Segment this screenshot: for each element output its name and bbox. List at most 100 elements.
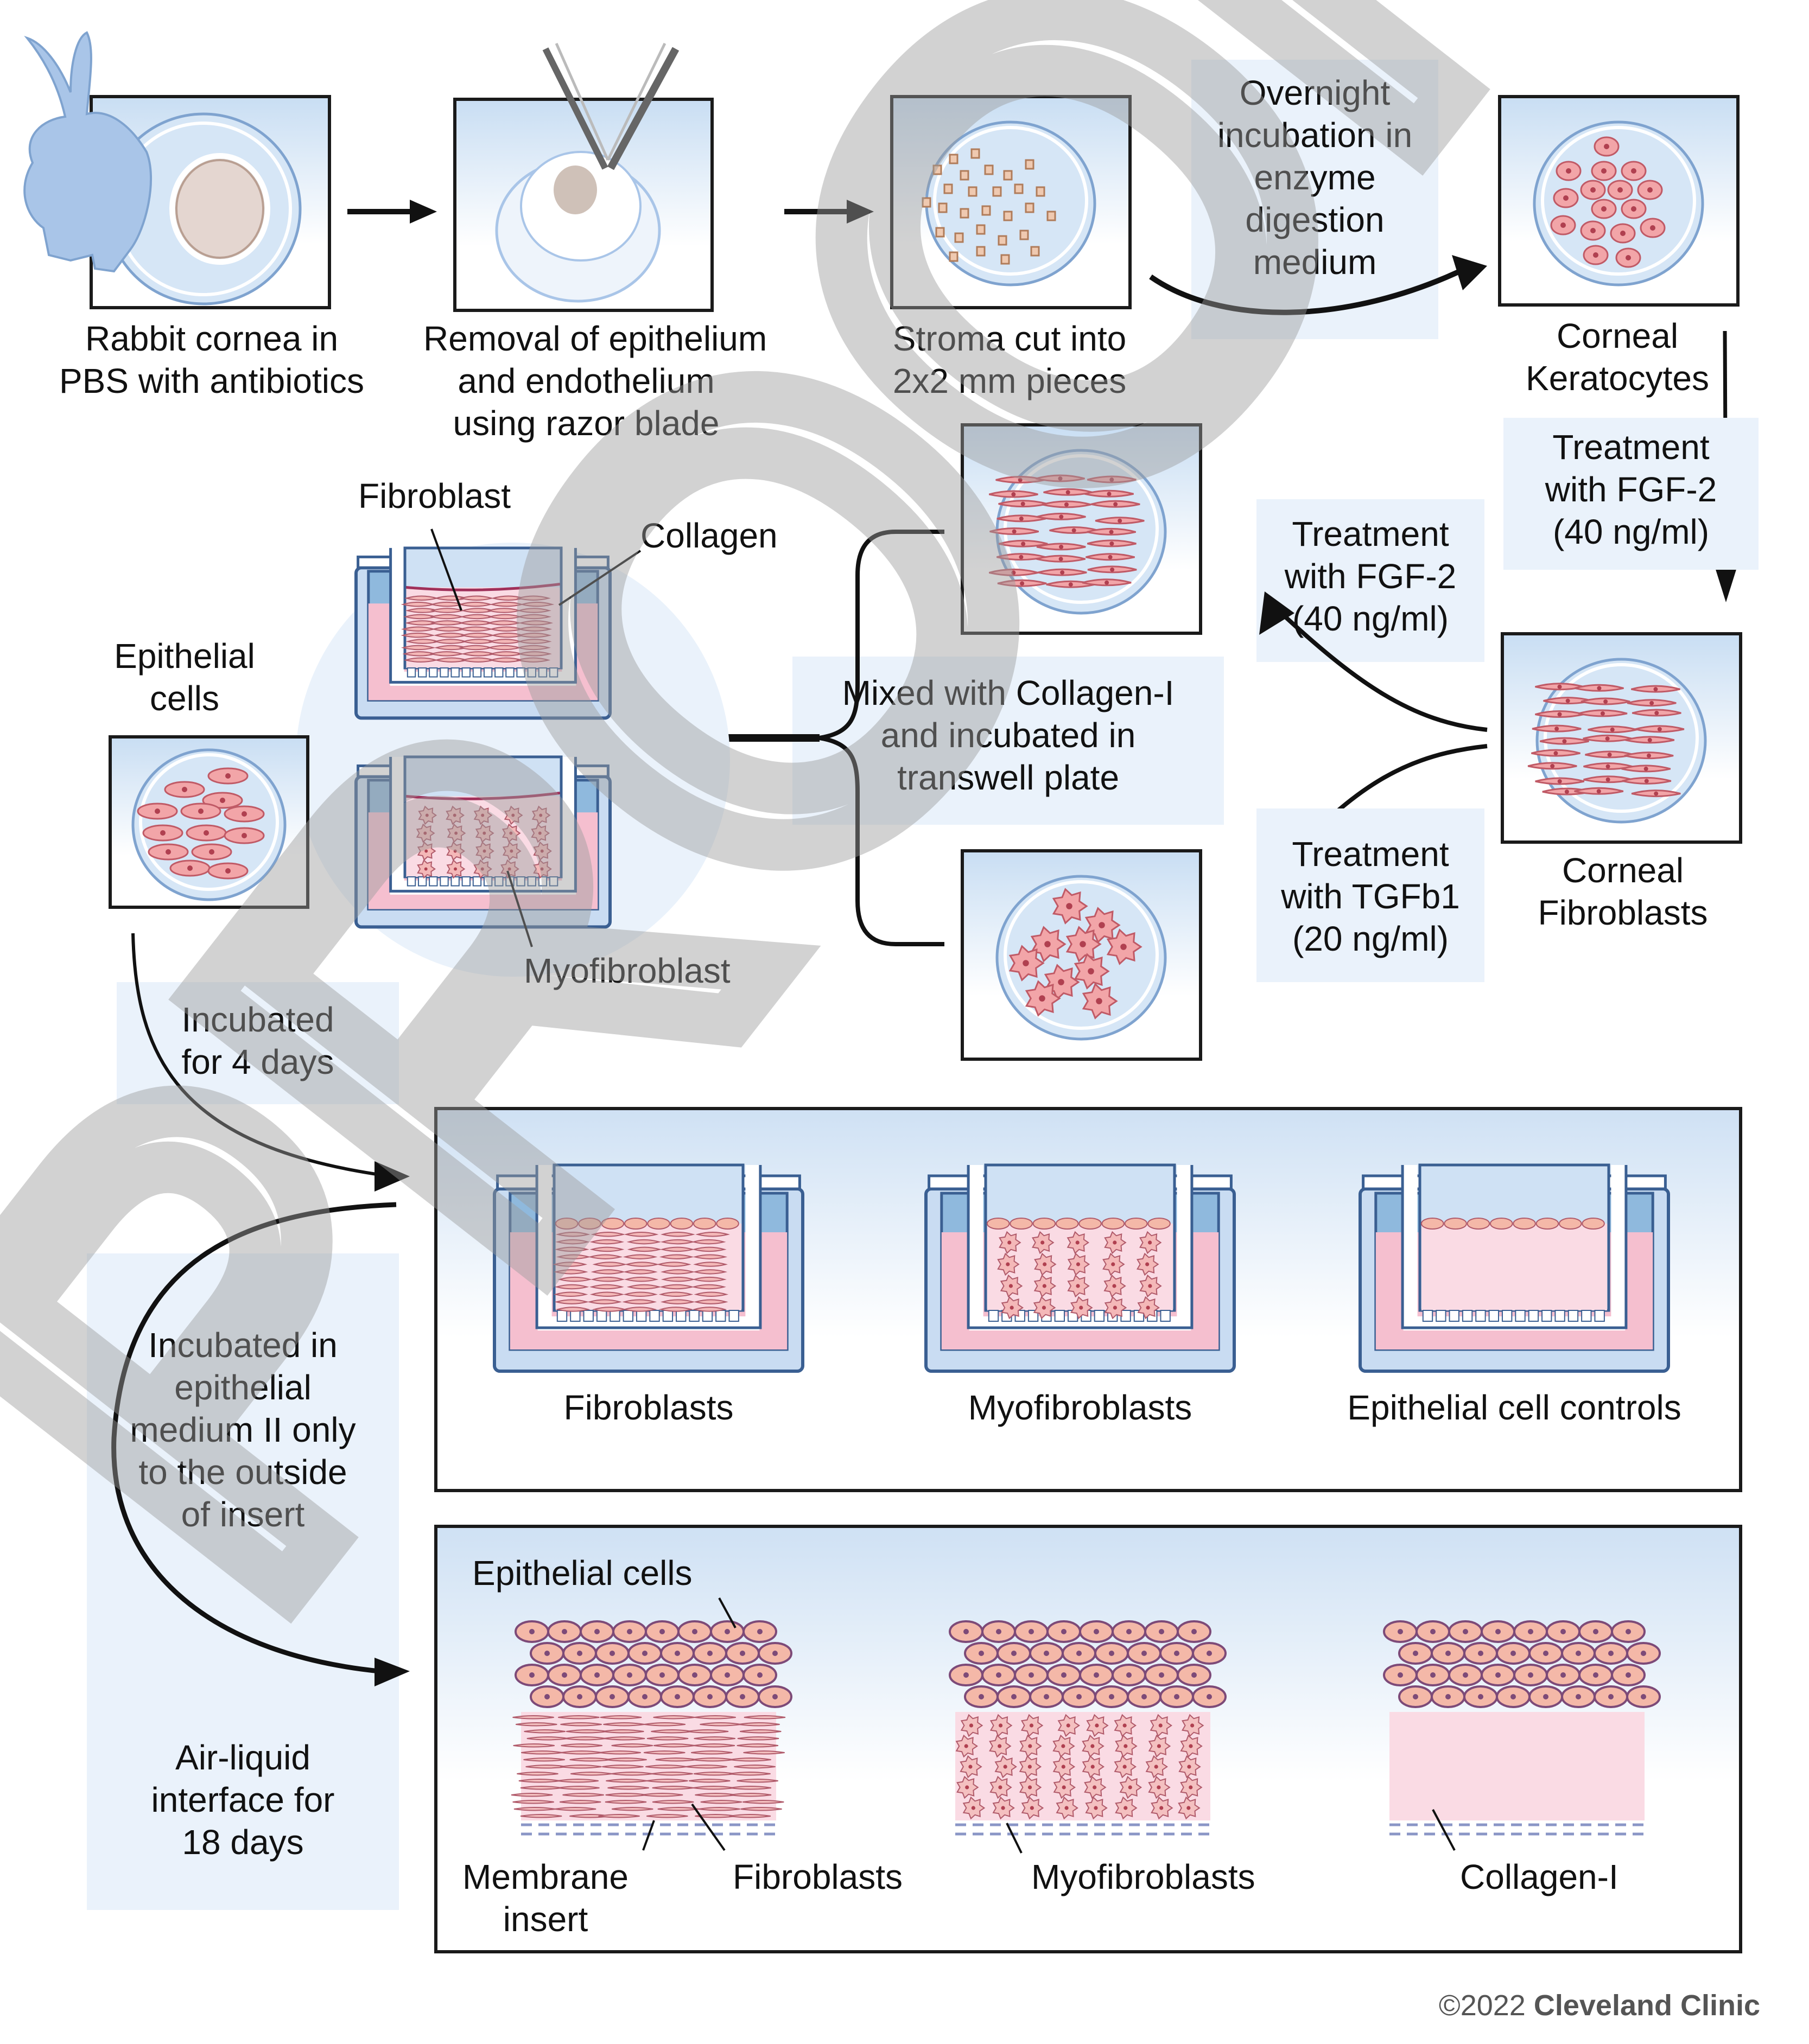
- fibroblast-cell: [553, 1262, 588, 1267]
- fibroblast-cell: [553, 1291, 588, 1297]
- fibroblast-cell: [626, 1284, 662, 1290]
- collagen-i-callout: Collagen-I: [1460, 1857, 1618, 1896]
- epithelial-cell: [716, 1218, 739, 1230]
- fibroblast-cell: [742, 1800, 784, 1804]
- epithelial-cell: [1582, 1218, 1605, 1230]
- fibroblast-cell: [622, 1299, 657, 1304]
- myofibroblasts-transwell-result-icon: [924, 1163, 1236, 1373]
- epithelial-cell: [1489, 1218, 1513, 1230]
- fibroblast-cell: [517, 626, 553, 632]
- epithelial-controls-transwell-result-icon: [1359, 1163, 1670, 1373]
- fibroblast-cell: [516, 595, 551, 601]
- fibroblast-cell: [605, 1758, 647, 1762]
- myofibroblasts-tissue-icon: [949, 1620, 1227, 1836]
- fibroblast-cell: [516, 657, 551, 663]
- epithelial-cell: [1420, 1218, 1444, 1230]
- fibroblast-cell: [656, 1262, 691, 1267]
- fibroblast-cell: [589, 1284, 624, 1290]
- fibroblast-cell: [517, 639, 552, 644]
- fibroblast-cell: [694, 1715, 736, 1720]
- fibroblast-cell: [512, 1715, 554, 1720]
- fibroblast-cell: [511, 1793, 553, 1797]
- fibroblast-cell: [659, 1254, 694, 1259]
- fibroblast-cell: [695, 1232, 730, 1237]
- fibroblast-cell: [600, 1715, 642, 1720]
- fibroblast-cell: [553, 1269, 588, 1275]
- fibroblast-cell: [588, 1254, 623, 1259]
- fibroblast-cell: [589, 1239, 625, 1245]
- arrow-icon: [347, 200, 437, 224]
- epithelial-cell: [1513, 1218, 1536, 1230]
- epithelial-cell: [1444, 1218, 1467, 1230]
- fibroblast-transwell-icon: [354, 546, 612, 720]
- collagen-tissue-icon: [1383, 1620, 1661, 1836]
- epithelial-cell: [647, 1218, 670, 1230]
- fibroblast-cell: [729, 1786, 771, 1790]
- fibroblast-cell: [627, 1246, 662, 1252]
- fibroblast-cell: [660, 1299, 695, 1304]
- fibroblast-cell: [562, 1793, 604, 1797]
- epithelial-cell: [1147, 1218, 1171, 1230]
- epithelial-cell: [624, 1218, 648, 1230]
- fibroblast-cell: [607, 1786, 649, 1790]
- fibroblast-cell: [694, 1291, 729, 1297]
- fibroblast-cell: [555, 1239, 590, 1245]
- fibroblast-cell: [623, 1291, 658, 1297]
- fibroblast-cell: [554, 1299, 589, 1304]
- fibroblast-cell: [692, 1276, 727, 1282]
- corneal-fibroblasts-dish-icon: [1527, 658, 1707, 824]
- tissue-callout-lines: [642, 1597, 1456, 1854]
- myofibroblast-callout-label: Myofibroblast: [524, 951, 731, 990]
- fibroblast-cell: [743, 1750, 785, 1755]
- fibroblasts-callout: Fibroblasts: [733, 1857, 903, 1896]
- epithelial-cell: [693, 1218, 716, 1230]
- fibroblast-cell: [700, 1800, 742, 1804]
- fibroblast-cell: [587, 1299, 622, 1304]
- transwell-label-fibroblasts: Fibroblasts: [563, 1388, 734, 1427]
- fibroblast-cell: [623, 1269, 658, 1275]
- fibroblast-cell: [516, 645, 551, 651]
- fibroblast-cell: [589, 1291, 625, 1297]
- fibroblast-cell: [699, 1807, 740, 1811]
- fibroblast-cell: [652, 1800, 694, 1804]
- flow-arrows-left: [111, 933, 410, 1686]
- fibroblast-cell: [554, 1284, 589, 1290]
- fibroblast-cell: [687, 1729, 729, 1734]
- fibroblast-cell: [560, 1765, 602, 1769]
- epithelial-cell: [1101, 1218, 1125, 1230]
- fibroblast-cell: [589, 1246, 625, 1252]
- fibroblast-cell: [729, 1758, 771, 1762]
- fibroblast-cell: [693, 1743, 735, 1748]
- myofibroblast-transwell-icon: [354, 755, 612, 929]
- fibroblast-cell: [560, 1800, 601, 1804]
- epithelial-cell: [555, 1218, 579, 1230]
- fibroblast-cell: [512, 1800, 554, 1804]
- fibroblast-cell: [694, 1736, 735, 1741]
- fibroblast-cell: [693, 1269, 728, 1275]
- fibroblast-cell: [602, 1765, 644, 1769]
- fibroblast-cell: [401, 645, 436, 651]
- epithelial-cell: [670, 1218, 694, 1230]
- fibroblast-cell: [513, 1743, 555, 1748]
- fibroblast-cell: [612, 1807, 653, 1811]
- fibroblast-cell: [554, 1246, 589, 1252]
- fibroblast-callout-label: Fibroblast: [358, 476, 511, 515]
- epithelial-cell: [1032, 1218, 1056, 1230]
- epithelial-cell: [601, 1218, 625, 1230]
- myofibroblasts-callout: Myofibroblasts: [1031, 1857, 1255, 1896]
- epithelial-cell: [1055, 1218, 1079, 1230]
- fibroblast-cell: [603, 1736, 645, 1741]
- fibroblast-cell: [516, 1722, 557, 1727]
- fibroblast-cell: [622, 1307, 657, 1312]
- fibroblast-cell: [554, 1807, 596, 1811]
- epithelial-cell: [986, 1218, 1010, 1230]
- fibroblast-cell: [558, 1786, 600, 1790]
- fibroblasts-transwell-result-icon: [493, 1163, 804, 1373]
